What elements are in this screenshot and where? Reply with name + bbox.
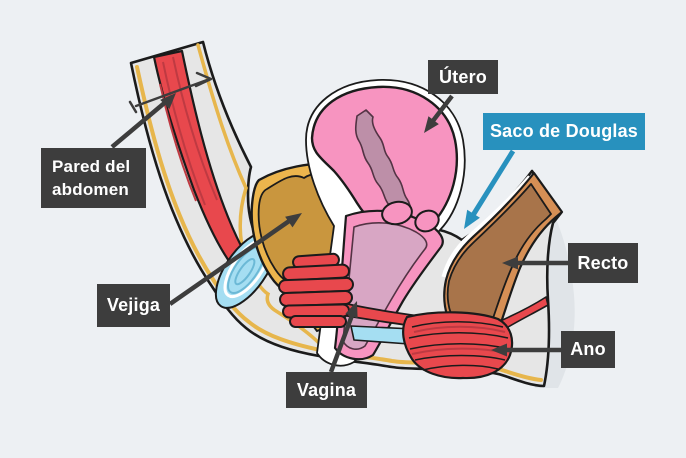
label-recto: Recto — [568, 243, 638, 283]
section-cut-mark — [128, 71, 213, 114]
label-ano-text: Ano — [570, 339, 606, 359]
label-saco-text: Saco de Douglas — [489, 121, 639, 141]
anal-sphincter — [402, 296, 549, 380]
label-recto-text: Recto — [577, 252, 629, 273]
pared-arrow — [110, 93, 176, 149]
recto-arrow — [502, 256, 568, 270]
skin-line-inner — [196, 43, 248, 190]
cervix-lobe — [381, 200, 413, 226]
label-vagina-text: Vagina — [296, 379, 357, 400]
abdominal-wall-muscle — [152, 49, 253, 278]
label-pared-line2: abdomen — [52, 180, 129, 199]
cervix-lobe — [414, 209, 440, 233]
label-saco-de-douglas: Saco de Douglas — [483, 113, 645, 150]
ano-arrow — [491, 343, 561, 357]
vejiga-arrow — [168, 213, 302, 306]
label-vagina: Vagina — [286, 372, 367, 408]
label-vejiga-text: Vejiga — [106, 295, 161, 315]
pelvic-lining-line — [238, 186, 322, 346]
saco-arrow — [464, 149, 516, 229]
urethral-sphincter — [278, 252, 354, 328]
label-utero-text: Útero — [438, 66, 487, 87]
label-pared-del-abdomen: Pared del abdomen — [41, 148, 146, 208]
vagina-arrow — [328, 301, 358, 373]
label-vejiga: Vejiga — [97, 284, 170, 327]
label-pared-line1: Pared del — [52, 157, 131, 176]
label-ano: Ano — [561, 331, 615, 368]
utero-arrow — [424, 94, 454, 133]
label-utero: Útero — [428, 60, 498, 94]
